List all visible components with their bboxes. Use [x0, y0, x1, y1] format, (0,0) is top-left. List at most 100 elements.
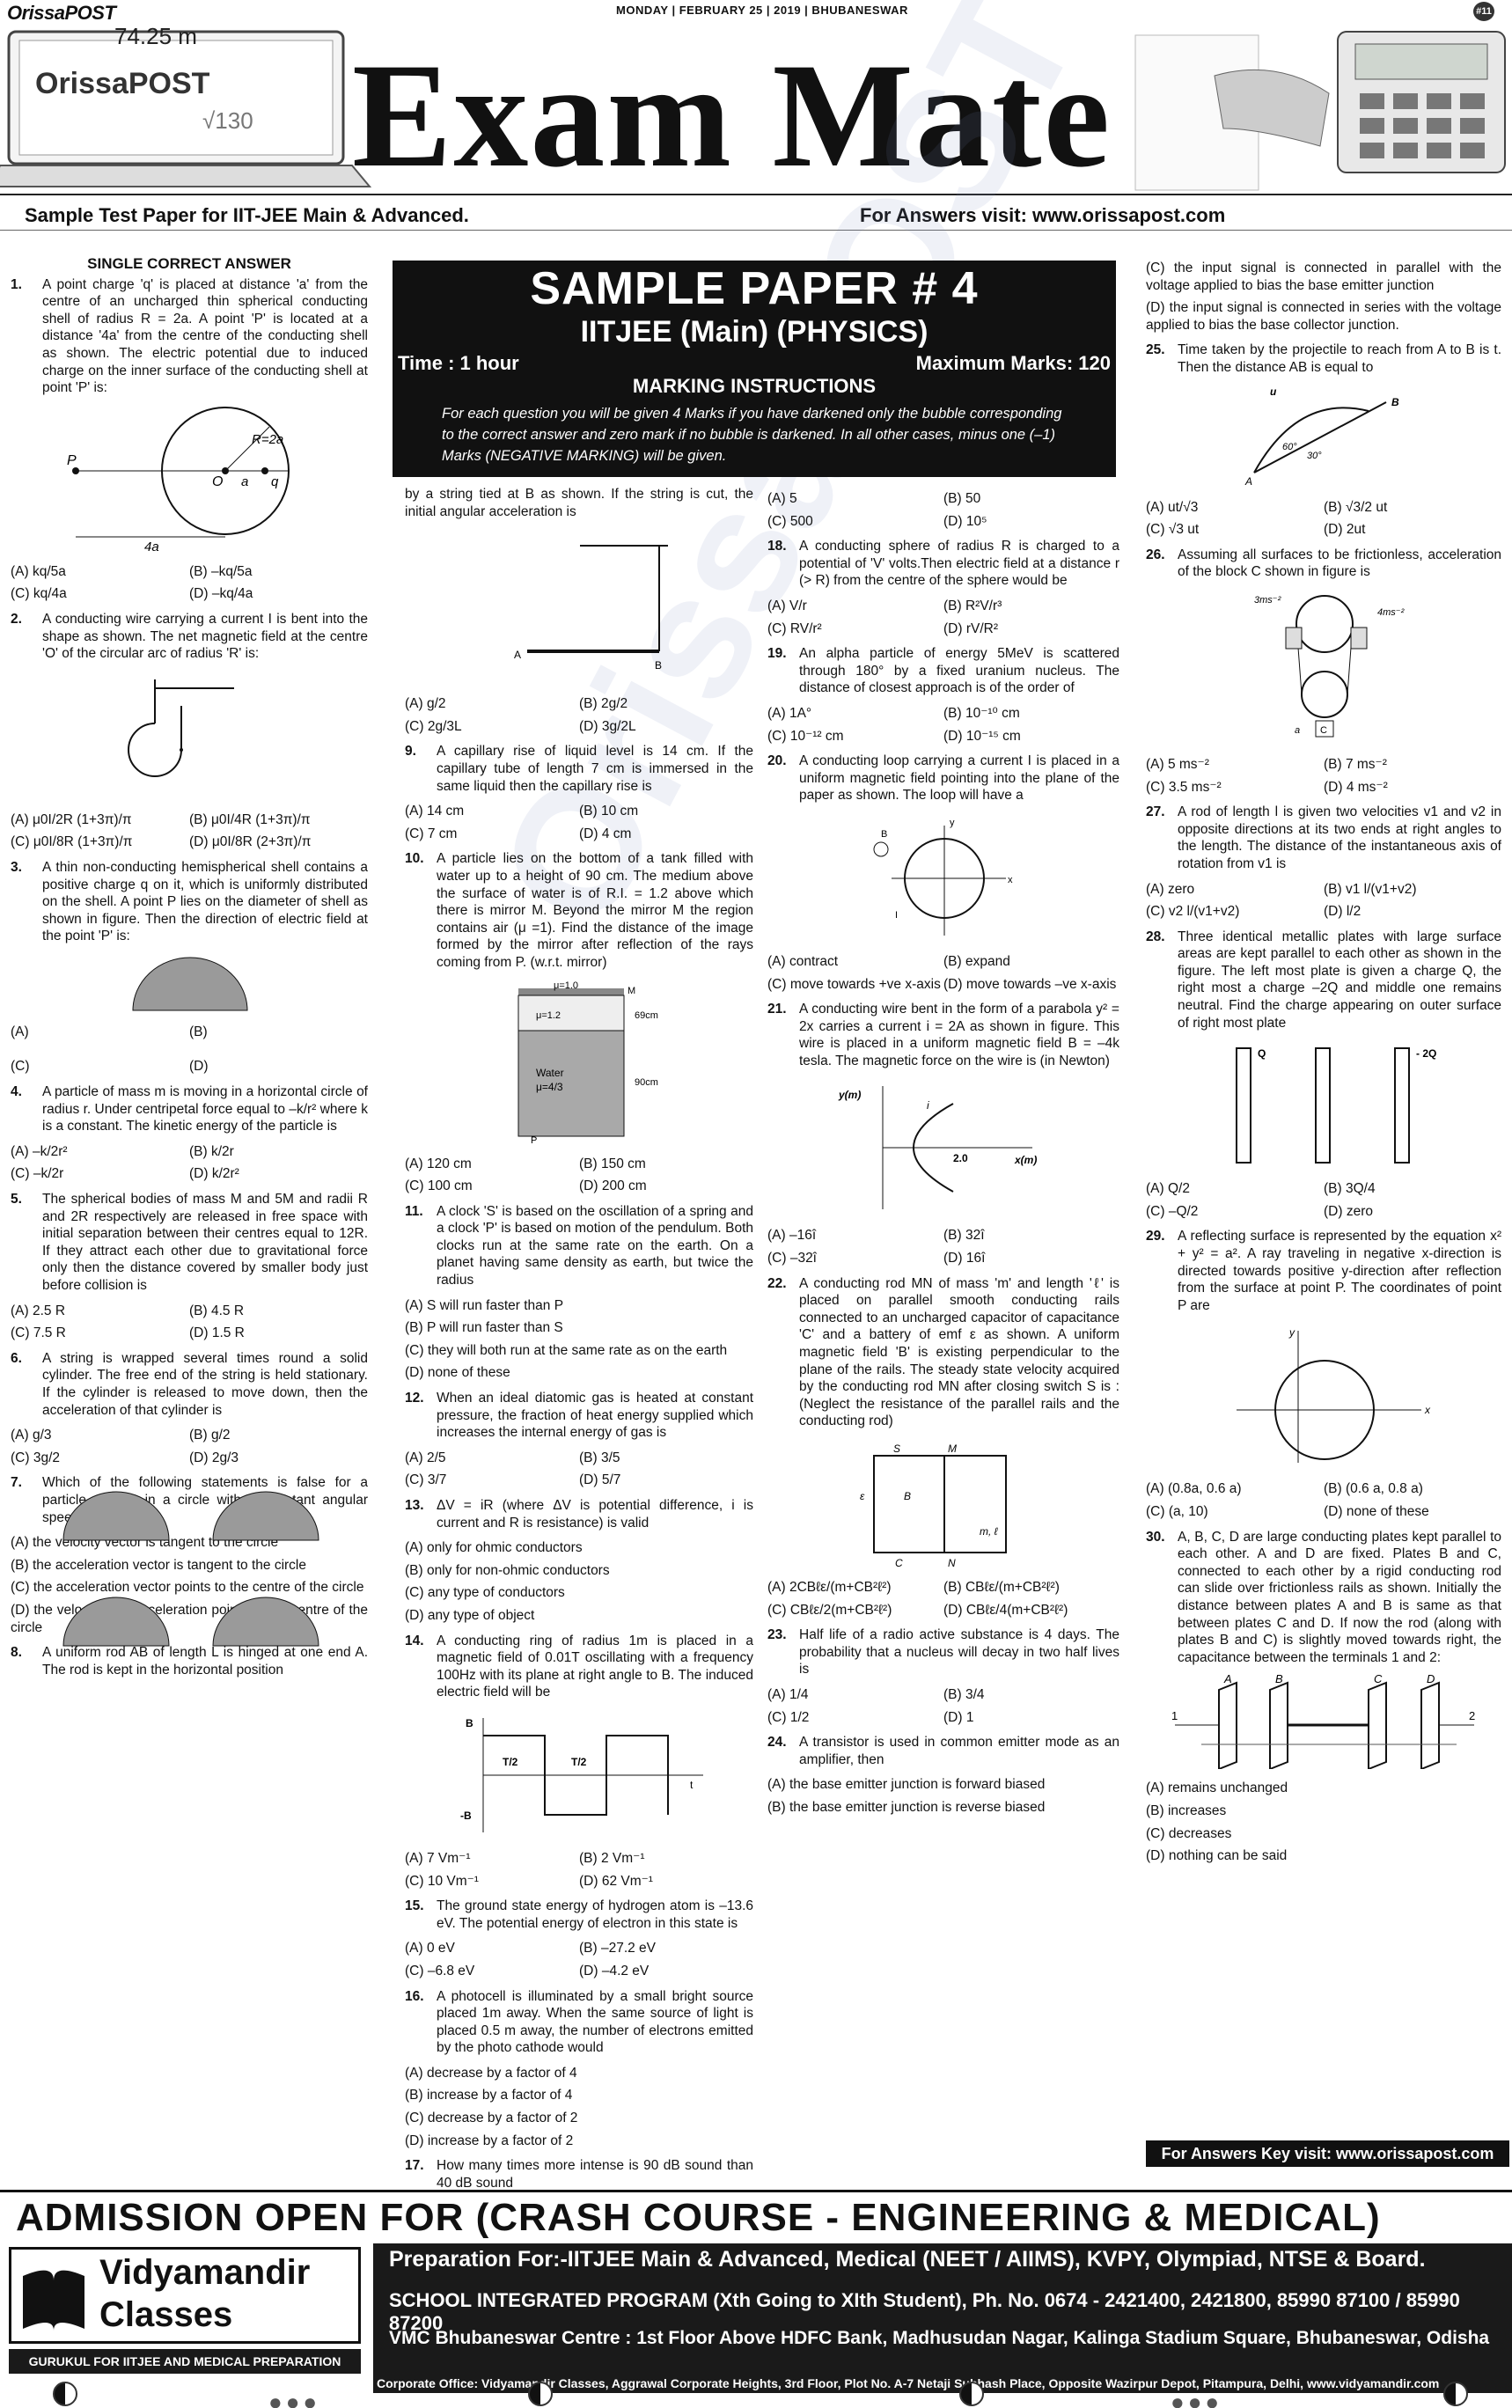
- svg-text:y: y: [950, 818, 955, 828]
- figure-parabola: y(m) i 2.0 x(m): [838, 1086, 1037, 1210]
- question-10: 10.A particle lies on the bottom of a ta…: [405, 851, 753, 970]
- column-1: SINGLE CORRECT ANSWER 1.A point charge '…: [11, 255, 368, 1684]
- advertisement: ADMISSION OPEN FOR (CRASH COURSE - ENGIN…: [0, 2190, 1512, 2393]
- sub-heading-bar: Sample Test Paper for IIT-JEE Main & Adv…: [0, 201, 1512, 231]
- svg-text:A: A: [1223, 1673, 1232, 1685]
- question-6: 6.A string is wrapped several times roun…: [11, 1350, 368, 1418]
- page-number: #11: [1473, 2, 1494, 21]
- options-11: (A) S will run faster than P(B) P will r…: [405, 1297, 728, 1381]
- options-3: (A)(B)(C)(D): [11, 1024, 209, 1075]
- svg-text:A: A: [514, 649, 521, 661]
- svg-text:T/2: T/2: [503, 1756, 518, 1768]
- svg-text:69cm: 69cm: [635, 1010, 658, 1021]
- svg-text:4ms⁻²: 4ms⁻²: [1377, 607, 1405, 618]
- options-20: (A) contract(B) expand(C) move towards +…: [767, 953, 1117, 992]
- question-20: 20.A conducting loop carrying a current …: [767, 753, 1119, 804]
- svg-text:μ=1.2: μ=1.2: [536, 1010, 561, 1021]
- svg-text:B: B: [466, 1717, 473, 1729]
- options-30: (A) remains unchanged(B) increases(C) de…: [1146, 1780, 1288, 1864]
- question-8-cont: by a string tied at B as shown. If the s…: [405, 487, 753, 519]
- svg-text:3ms⁻²: 3ms⁻²: [1254, 595, 1281, 606]
- svg-text:2.0: 2.0: [953, 1152, 968, 1164]
- svg-text:90cm: 90cm: [635, 1077, 658, 1088]
- options-21: (A) –16î(B) 32î(C) –32î(D) 16î: [767, 1228, 986, 1266]
- question-5: 5.The spherical bodies of mass M and 5M …: [11, 1192, 368, 1293]
- question-19: 19.An alpha particle of energy 5MeV is s…: [767, 646, 1119, 696]
- column-2: by a string tied at B as shown. If the s…: [405, 486, 753, 2197]
- question-24: 24.A transistor is used in common emitte…: [767, 1735, 1119, 1767]
- options-24-cont: (C) the input signal is connected in par…: [1146, 261, 1501, 333]
- options-5: (A) 2.5 R(B) 4.5 R(C) 7.5 R(D) 1.5 R: [11, 1303, 245, 1341]
- sample-paper-title: SAMPLE PAPER # 4: [530, 263, 979, 314]
- question-8: 8.A uniform rod AB of length L is hinged…: [11, 1645, 368, 1678]
- svg-text:60°: 60°: [1282, 442, 1297, 452]
- figure-current-loop: B y x I: [873, 818, 1013, 936]
- svg-text:t: t: [690, 1779, 694, 1791]
- options-8: (A) g/2(B) 2g/2(C) 2g/3L(D) 3g/2L: [405, 696, 636, 734]
- svg-text:S: S: [893, 1443, 900, 1455]
- svg-text:B: B: [1275, 1673, 1283, 1685]
- options-10: (A) 120 cm(B) 150 cm(C) 100 cm(D) 200 cm: [405, 1156, 647, 1194]
- options-25: (A) ut/√3(B) √3/2 ut(C) √3 ut(D) 2ut: [1146, 499, 1388, 538]
- svg-text:q: q: [271, 474, 279, 489]
- svg-text:1: 1: [1171, 1709, 1178, 1722]
- svg-text:- 2Q: - 2Q: [1416, 1047, 1436, 1060]
- figure-hinged-rod: A B: [514, 545, 668, 672]
- svg-text:a: a: [1295, 725, 1300, 736]
- svg-text:I: I: [895, 910, 898, 921]
- question-25: 25.Time taken by the projectile to reach…: [1146, 342, 1501, 375]
- options-27: (A) zero(B) v1 l/(v1+v2)(C) v2 l/(v1+v2)…: [1146, 881, 1417, 920]
- sample-paper-box: SAMPLE PAPER # 4 IITJEE (Main) (PHYSICS)…: [393, 261, 1116, 477]
- top-bar: OrissaPOST MONDAY | FEBRUARY 25 | 2019 |…: [0, 0, 1512, 24]
- svg-text:y: y: [1288, 1326, 1295, 1339]
- question-1: 1.A point charge 'q' is placed at distan…: [11, 276, 368, 396]
- svg-text:Water: Water: [536, 1067, 564, 1079]
- options-29: (A) (0.8a, 0.6 a)(B) (0.6 a, 0.8 a)(C) (…: [1146, 1481, 1429, 1519]
- registration-mark: [1443, 2382, 1468, 2406]
- svg-text:m, ℓ: m, ℓ: [980, 1525, 999, 1538]
- figure-pulley: 3ms⁻² 4ms⁻² a C: [1254, 594, 1405, 738]
- svg-text:x: x: [1424, 1404, 1431, 1416]
- question-23: 23.Half life of a radio active substance…: [767, 1627, 1119, 1678]
- ad-details: Preparation For:-IITJEE Main & Advanced,…: [373, 2243, 1512, 2374]
- figure-hemisphere: [132, 957, 248, 1011]
- registration-mark: [528, 2382, 553, 2406]
- svg-text:a: a: [241, 474, 248, 489]
- registration-mark: [959, 2382, 984, 2406]
- svg-text:M: M: [628, 986, 635, 996]
- svg-text:y(m): y(m): [838, 1089, 861, 1101]
- svg-text:u: u: [1270, 385, 1277, 398]
- svg-text:P: P: [531, 1135, 537, 1146]
- options-9: (A) 14 cm(B) 10 cm(C) 7 cm(D) 4 cm: [405, 804, 639, 841]
- svg-text:4a: 4a: [144, 540, 159, 554]
- svg-text:2: 2: [1469, 1709, 1475, 1722]
- svg-text:B: B: [1391, 396, 1399, 408]
- column-3: (A) 5(B) 50(C) 500(D) 10⁵ 18.A conductin…: [767, 486, 1119, 1824]
- svg-text:μ=4/3: μ=4/3: [536, 1081, 563, 1093]
- svg-text:-B: -B: [460, 1810, 472, 1822]
- svg-text:M: M: [948, 1443, 957, 1455]
- question-15: 15.The ground state energy of hydrogen a…: [405, 1898, 753, 1931]
- ad-headline: ADMISSION OPEN FOR (CRASH COURSE - ENGIN…: [16, 2196, 1381, 2239]
- question-26: 26.Assuming all surfaces to be frictionl…: [1146, 547, 1501, 580]
- options-23: (A) 1/4(B) 3/4(C) 1/2(D) 1: [767, 1686, 985, 1725]
- time-limit: Time : 1 hour: [398, 352, 519, 374]
- options-17: (A) 5(B) 50(C) 500(D) 10⁵: [767, 491, 987, 529]
- svg-text:ε: ε: [860, 1490, 865, 1502]
- banner-illustration: OrissaPOST 74.25 m √130: [0, 23, 1506, 191]
- vidyamandir-logo: Vidyamandir Classes: [9, 2247, 361, 2344]
- figure-water-tank: μ=1.0 M μ=1.2 69cm Water μ=4/3 90cm P: [517, 980, 658, 1146]
- options-16: (A) decrease by a factor of 4(B) increas…: [405, 2065, 578, 2148]
- options-18: (A) V/r(B) R²V/r³(C) RV/r²(D) rV/R²: [767, 598, 1002, 636]
- ad-corporate-office: Corporate Office: Vidyamandir Classes, A…: [373, 2374, 1512, 2393]
- registration-dots: ●●●: [1171, 2389, 1223, 2408]
- max-marks: Maximum Marks: 120: [915, 352, 1111, 374]
- svg-text:C: C: [895, 1557, 903, 1569]
- svg-text:C: C: [1374, 1673, 1383, 1685]
- figure-shell-charge: P O a q R=2a 4a: [67, 406, 290, 554]
- options-24: (A) the base emitter junction is forward…: [767, 1777, 1046, 1815]
- registration-dots: ●●●: [268, 2389, 321, 2408]
- options-26: (A) 5 ms⁻²(B) 7 ms⁻²(C) 3.5 ms⁻²(D) 4 ms…: [1146, 756, 1388, 795]
- svg-text:D: D: [1427, 1673, 1435, 1685]
- options-19: (A) 1A°(B) 10⁻¹⁰ cm(C) 10⁻¹² cm(D) 10⁻¹⁵…: [767, 705, 1021, 744]
